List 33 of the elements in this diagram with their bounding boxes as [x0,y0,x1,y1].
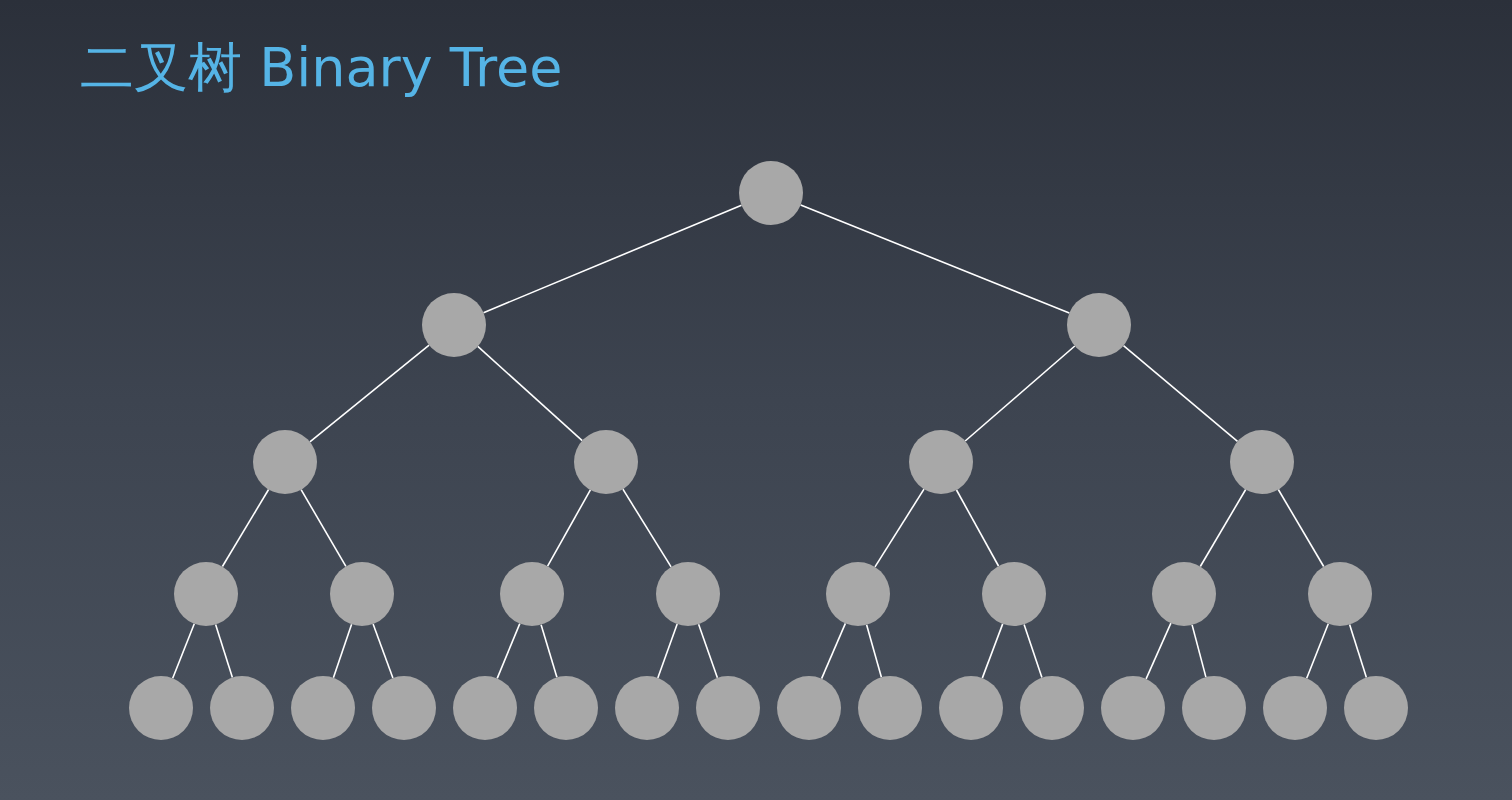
tree-edge-line [496,622,521,680]
tree-edge-line [546,489,592,567]
tree-edge-line [332,623,353,679]
tree-edge-line [300,488,347,568]
tree-edge-line [1191,624,1207,678]
tree-edge-line [964,345,1076,442]
tree-edge-line [171,623,196,679]
tree-edge-line [372,623,394,679]
tree-node-circle [574,430,638,494]
tree-edge-line [799,204,1071,314]
tree-edge-line [874,488,925,568]
tree-edge-line [657,623,678,679]
tree-edge-line [477,345,583,442]
tree-edge-line [482,204,743,314]
tree-edge-line [1277,488,1325,568]
tree-edge-line [865,624,883,678]
tree-edge-line [214,623,234,679]
tree-node-circle [422,293,486,357]
tree-edge-line [697,623,719,679]
tree-edge-line [1199,488,1247,568]
tree-edge-line [981,623,1004,679]
tree-edge-line [309,344,430,443]
tree-edge-line [1145,622,1172,680]
tree-edge-line [955,489,1000,567]
diagram-title: 二叉树 Binary Tree [80,36,563,101]
tree-edge-line [1305,623,1330,679]
tree-edge-line [622,488,672,568]
tree-edge-line [1348,623,1368,679]
tree-edge-line [1023,623,1043,679]
tree-edge-line [540,623,558,679]
tree-edge-line [820,622,847,680]
tree-edge-line [1122,344,1239,443]
tree-edge-line [221,488,270,568]
